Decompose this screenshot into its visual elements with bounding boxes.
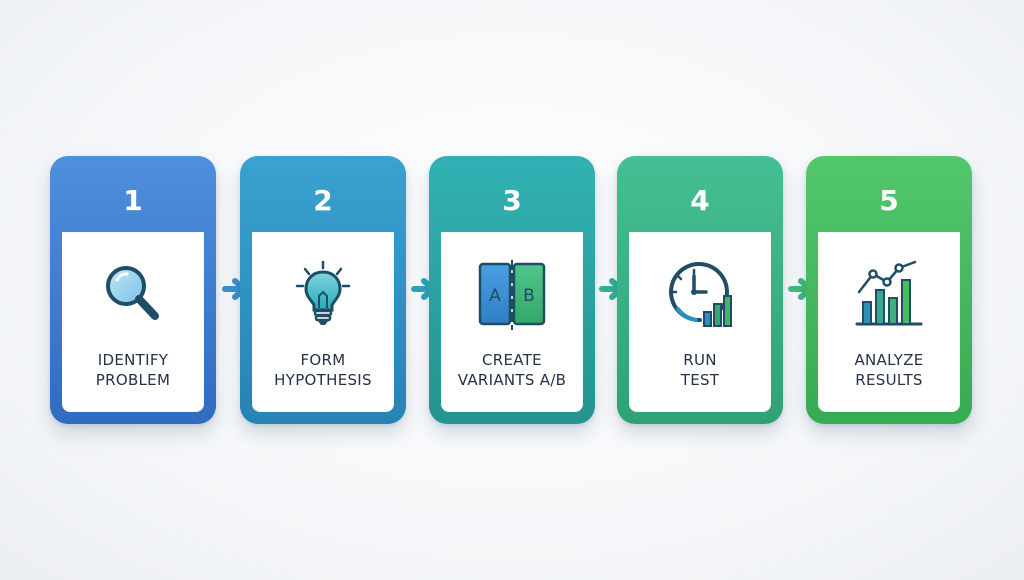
step-number-2: 2 (313, 183, 333, 217)
step-body-3: A B CREATE VARIANTS A/B (441, 232, 583, 412)
chart-icon (849, 260, 929, 332)
step-label-2: FORM HYPOTHESIS (252, 350, 394, 390)
step-card-2: 2 (240, 156, 406, 424)
step-card-4: 4 (617, 156, 783, 424)
step-body-5: ANALYZE RESULTS (818, 232, 960, 412)
step-label-1: IDENTIFY PROBLEM (62, 350, 204, 390)
magnifier-icon (93, 260, 173, 332)
step-label-5: ANALYZE RESULTS (818, 350, 960, 390)
step-label-4: RUN TEST (629, 350, 771, 390)
ab-split-letter-a: A (489, 286, 501, 306)
step-label-1-line2: PROBLEM (95, 371, 171, 389)
step-card-3: 3 (429, 156, 595, 424)
step-label-5-line1: ANALYZE (854, 351, 924, 369)
step-body-4: RUN TEST (629, 232, 771, 412)
step-label-1-line1: IDENTIFY (97, 351, 169, 369)
step-label-3-line2: VARIANTS A/B (457, 371, 567, 389)
clock-bars-icon (660, 260, 740, 332)
step-number-4: 4 (690, 183, 710, 217)
step-card-5: 5 ANALYZE RESULTS (806, 156, 972, 424)
step-label-2-line2: HYPOTHESIS (274, 371, 372, 389)
step-label-3-line1: CREATE (482, 351, 542, 369)
step-body-2: FORM HYPOTHESIS (252, 232, 394, 412)
step-number-1: 1 (123, 183, 143, 217)
step-label-4-line2: TEST (680, 371, 720, 389)
step-label-4-line1: RUN (683, 351, 717, 369)
ab-split-letter-b: B (523, 286, 535, 306)
step-label-3: CREATE VARIANTS A/B (441, 350, 583, 390)
step-card-1: 1 IDENTIFY PROBLEM (50, 156, 216, 424)
step-body-1: IDENTIFY PROBLEM (62, 232, 204, 412)
step-number-3: 3 (502, 183, 522, 217)
step-label-2-line1: FORM (300, 351, 346, 369)
ab-split-icon: A B (472, 260, 552, 332)
lightbulb-icon (283, 260, 363, 332)
step-label-5-line2: RESULTS (855, 371, 923, 389)
step-number-5: 5 (879, 183, 899, 217)
